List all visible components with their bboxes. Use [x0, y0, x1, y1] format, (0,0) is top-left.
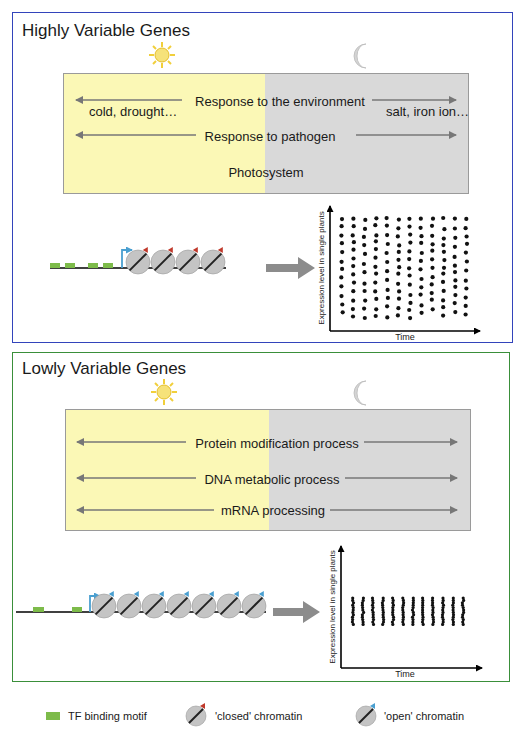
gene-illustration: [50, 247, 315, 279]
process-label: Response to the environment: [195, 95, 365, 109]
process-arrows: [76, 100, 457, 510]
panel-title: Highly Variable Genes: [22, 22, 190, 41]
expression-plot: [330, 206, 480, 331]
panel-title: Lowly Variable Genes: [22, 360, 186, 379]
process-label: cold, drought…: [89, 105, 177, 119]
day-night-band: Protein modification processDNA metaboli…: [65, 409, 471, 531]
legend-text: 'closed' chromatin: [215, 711, 302, 722]
day-night-band: Response to the environment cold, drought…: [63, 73, 469, 194]
moon-icon: [354, 381, 366, 405]
process-label: Response to pathogen: [205, 130, 336, 144]
axis-label: Time: [395, 670, 415, 679]
legend-swatch: [46, 712, 60, 720]
legend-text: 'open' chromatin: [384, 711, 464, 722]
sun-icon: [151, 379, 177, 405]
panel-box: Lowly Variable GenesProtein modification…: [12, 352, 510, 682]
process-label: Photosystem: [228, 166, 303, 180]
gene-illustration: [16, 591, 320, 623]
process-label: mRNA processing: [221, 504, 325, 518]
panel-box: Highly Variable GenesResponse to the env…: [12, 12, 513, 343]
sun-icon: [149, 42, 175, 68]
legend-chromatin-closed: [186, 703, 206, 726]
axis-label: Time: [395, 333, 415, 342]
legend-chromatin-open: [356, 703, 376, 726]
axis-label: Expression level in single plants: [329, 550, 337, 663]
process-label: DNA metabolic process: [204, 473, 339, 487]
process-label: Protein modification process: [195, 437, 358, 451]
axis-label: Expression level in single plants: [318, 211, 326, 324]
process-label: salt, iron ion…: [386, 105, 469, 119]
expression-plot: [341, 546, 482, 668]
legend-text: TF binding motif: [68, 711, 147, 722]
moon-icon: [354, 44, 366, 68]
